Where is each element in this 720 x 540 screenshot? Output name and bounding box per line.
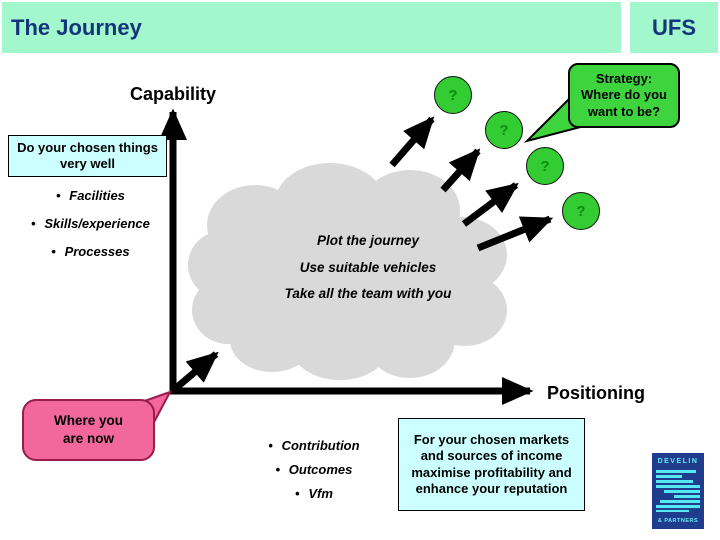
list-item: • Vfm <box>244 486 384 501</box>
question-circle: ? <box>526 147 564 185</box>
bullet-label: Facilities <box>69 188 125 203</box>
journey-arrow <box>173 351 219 391</box>
strategy-line: Strategy: <box>595 70 653 86</box>
bullet-label: Skills/experience <box>44 216 150 231</box>
title-band: The Journey <box>2 2 621 53</box>
cloud-line: Take all the team with you <box>284 286 452 302</box>
bullet-icon: • <box>51 244 56 259</box>
cloud-text: Plot the journey Use suitable vehicles T… <box>268 233 468 313</box>
question-mark: ? <box>540 157 550 175</box>
bullet-icon: • <box>295 486 300 501</box>
current-state-line: are now <box>62 431 114 446</box>
page-title: The Journey <box>11 14 142 40</box>
brand-label: UFS <box>652 14 696 40</box>
develin-partners-logo: DEVELIN & PARTNERS <box>652 453 704 529</box>
current-state-line: Where you <box>53 412 123 428</box>
list-item: • Contribution <box>244 438 384 453</box>
bullet-label: Vfm <box>308 486 333 501</box>
list-item: • Facilities <box>8 188 173 203</box>
question-mark: ? <box>576 202 586 220</box>
question-circle: ? <box>485 111 523 149</box>
positioning-statement-box: For your chosen markets and sources of i… <box>398 418 585 511</box>
positioning-bullet-list: • Contribution • Outcomes • Vfm <box>244 438 384 510</box>
question-mark: ? <box>448 86 458 104</box>
bullet-icon: • <box>268 438 273 453</box>
bullet-icon: • <box>31 216 36 231</box>
brand-band: UFS <box>630 2 718 53</box>
question-mark: ? <box>499 121 509 139</box>
positioning-statement-text: For your chosen markets and sources of i… <box>411 432 572 496</box>
strategy-line: Where do you <box>581 87 667 103</box>
strategy-line: want to be? <box>587 103 661 119</box>
bullet-label: Outcomes <box>288 462 353 477</box>
cloud-line: Use suitable vehicles <box>299 259 437 275</box>
capability-statement-text: Do your chosen things very well <box>17 139 158 171</box>
cloud-shape <box>188 163 507 380</box>
logo-stripes-icon <box>656 468 700 515</box>
bullet-label: Contribution <box>281 438 360 453</box>
bullet-label: Processes <box>64 244 130 259</box>
list-item: • Outcomes <box>244 462 384 477</box>
logo-name: DEVELIN <box>657 458 699 465</box>
logo-partners: & PARTNERS <box>657 518 699 524</box>
y-axis-label: Capability <box>130 84 217 104</box>
current-state-callout: Where you are now <box>22 399 155 461</box>
cloud-line: Plot the journey <box>316 233 419 248</box>
bullet-icon: • <box>56 188 61 203</box>
capability-statement-box: Do your chosen things very well <box>8 135 167 177</box>
capability-bullet-list: • Facilities • Skills/experience • Proce… <box>8 188 173 272</box>
strategy-option-arrows <box>389 116 554 252</box>
list-item: • Processes <box>8 244 173 259</box>
bullet-icon: • <box>275 462 281 477</box>
strategy-callout: Strategy: Where do you want to be? <box>568 63 680 128</box>
question-circle: ? <box>434 76 472 114</box>
x-axis-label: Positioning <box>547 383 645 403</box>
question-circle: ? <box>562 192 600 230</box>
list-item: • Skills/experience <box>8 216 173 231</box>
